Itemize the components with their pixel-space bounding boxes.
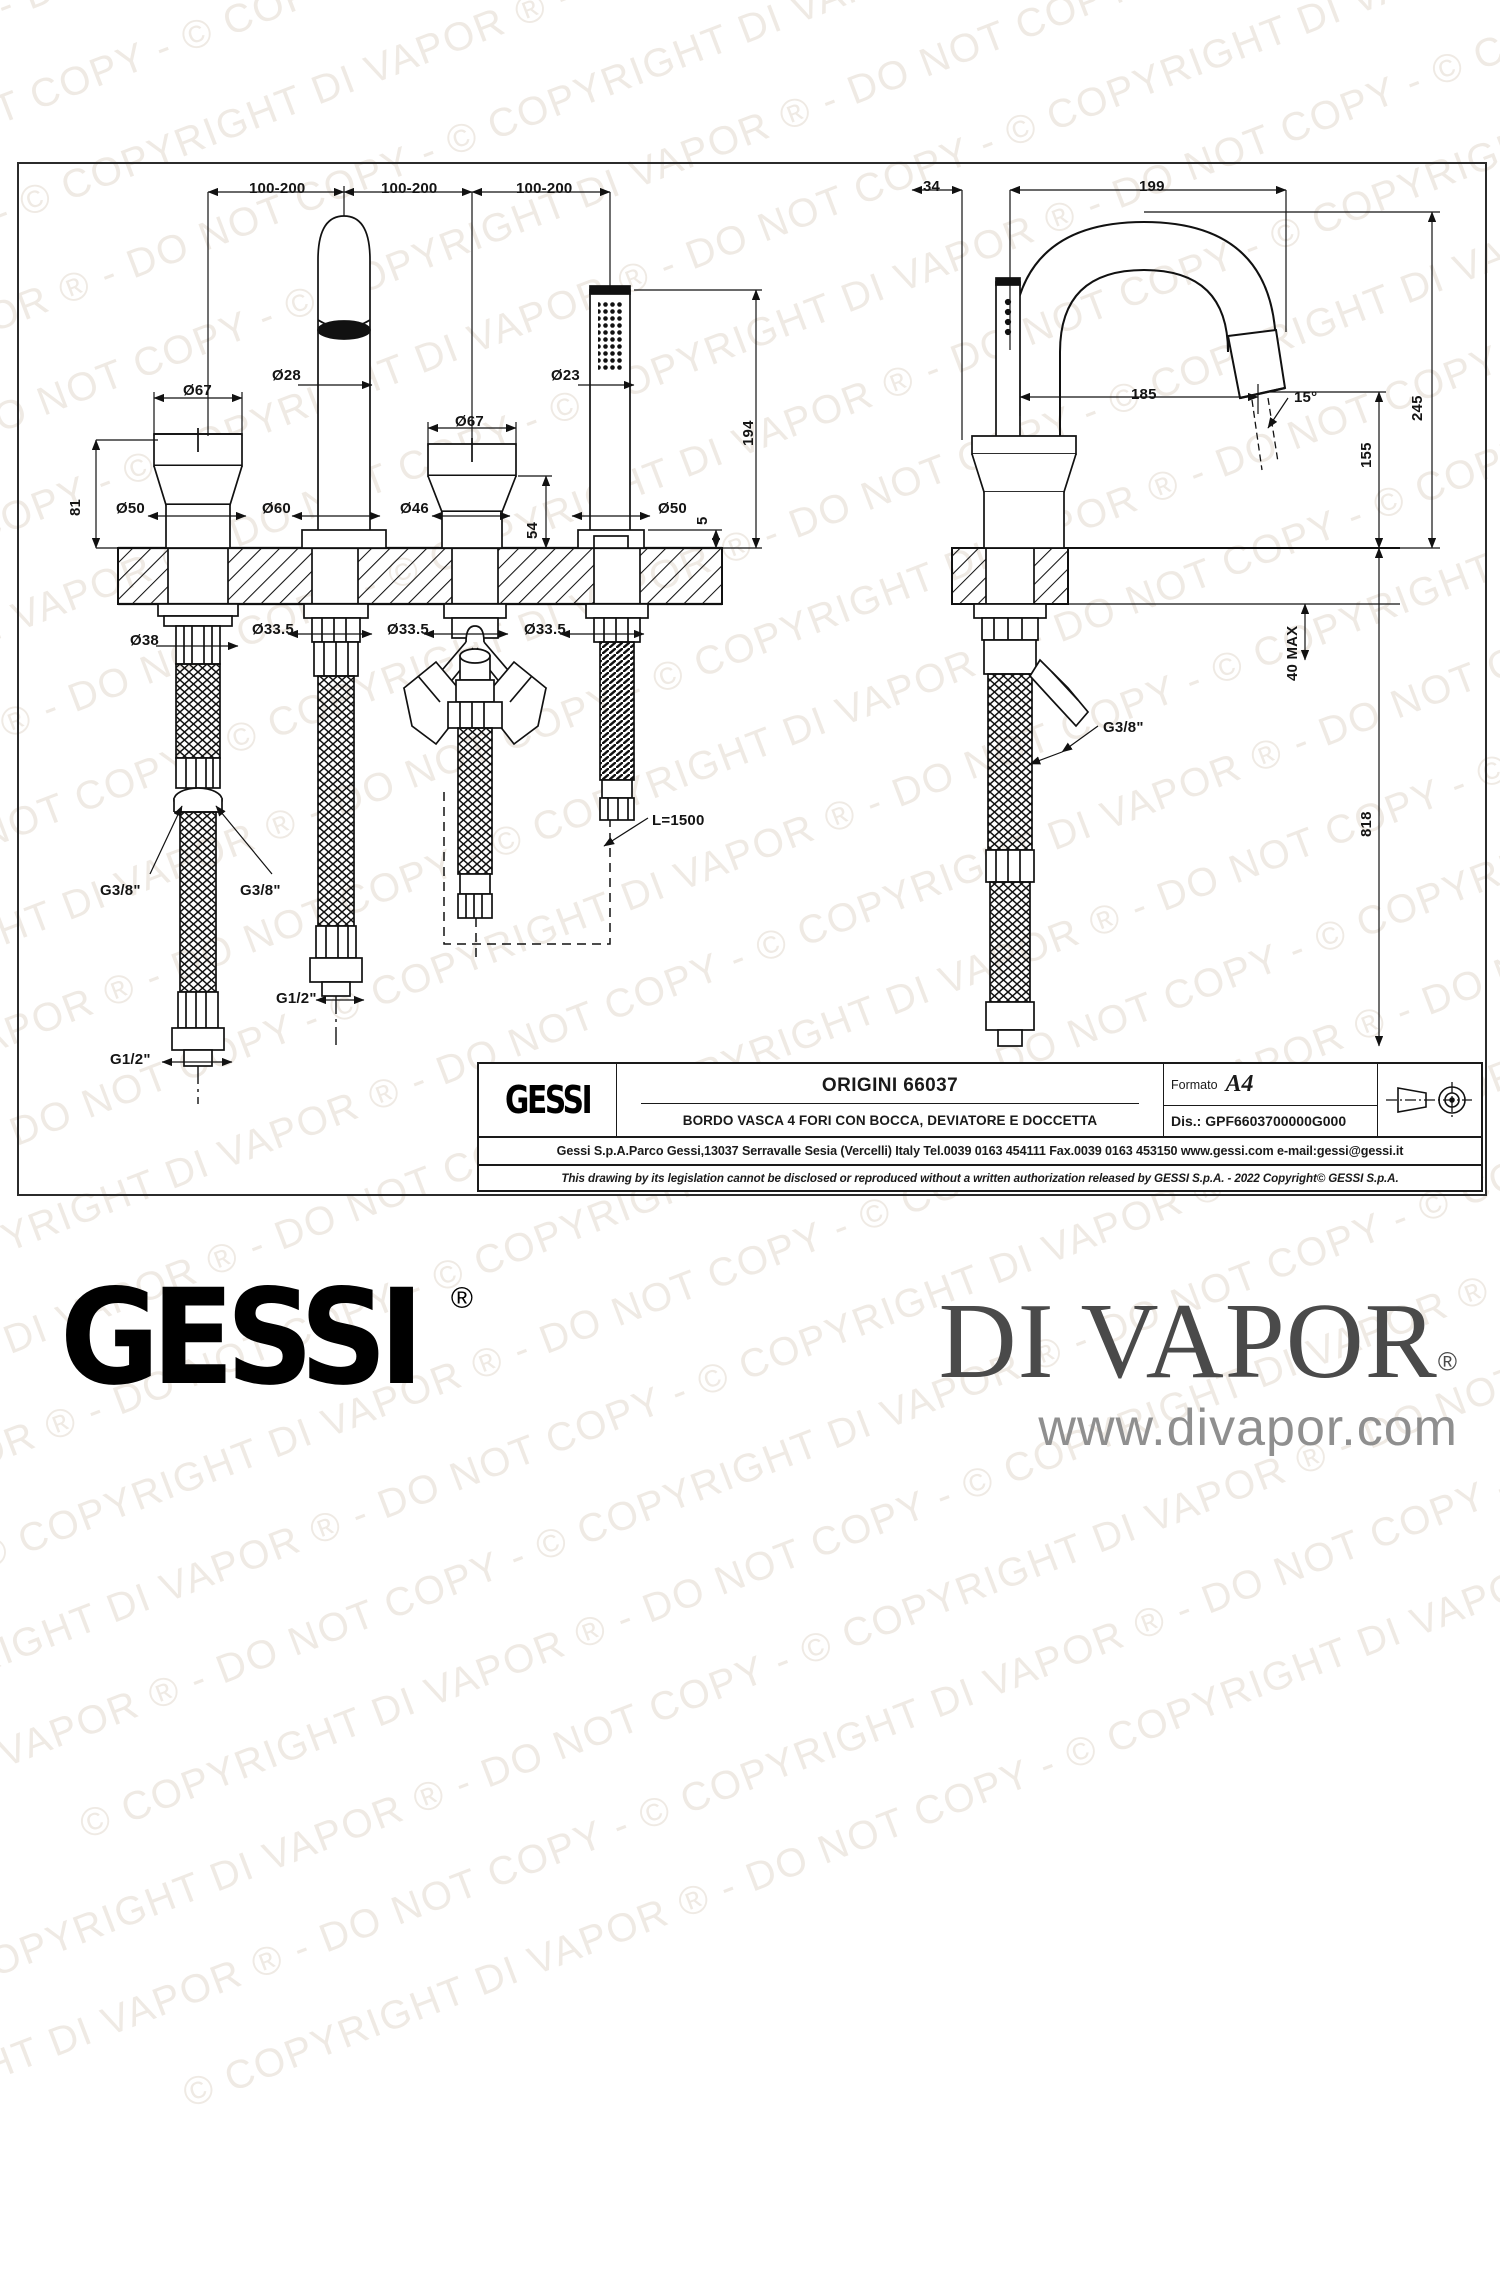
gessi-wordmark: GESSI bbox=[60, 1261, 424, 1415]
company-address: Gessi S.p.A.Parco Gessi,13037 Serravalle… bbox=[479, 1138, 1481, 1166]
dimension-mixer-cap-dia: Ø67 bbox=[183, 382, 212, 399]
dimension-cradle-height: 5 bbox=[694, 516, 711, 525]
dimension-thread-g38-right: G3/8" bbox=[240, 882, 281, 899]
dimension-spout-dia: Ø28 bbox=[272, 367, 301, 384]
title-block: GESSI ORIGINI 66037 BORDO VASCA 4 FORI C… bbox=[477, 1062, 1483, 1192]
dimension-hole-dia-2: Ø33.5 bbox=[387, 621, 429, 638]
dimension-spout-reach: 185 bbox=[1131, 386, 1157, 403]
drawing-subtitle: BORDO VASCA 4 FORI CON BOCCA, DEVIATORE … bbox=[682, 1112, 1098, 1128]
dimension-outlet-angle: 15° bbox=[1294, 389, 1318, 406]
dimension-overall-length: 818 bbox=[1358, 811, 1375, 837]
dimension-spout-total-height: 245 bbox=[1409, 395, 1426, 421]
drawing-number: Dis.: GPF6603700000G000 bbox=[1171, 1113, 1347, 1129]
first-angle-projection-icon bbox=[1385, 1082, 1472, 1118]
title-block-gessi-logo: GESSI bbox=[479, 1064, 617, 1136]
format-field: Formato A4 bbox=[1164, 1064, 1377, 1106]
gessi-wordmark-small: GESSI bbox=[504, 1078, 593, 1122]
dimension-diverter-base-dia: Ø46 bbox=[400, 500, 429, 517]
dimension-diverter-cap-dia: Ø67 bbox=[455, 413, 484, 430]
dimension-spout-reach-total: 199 bbox=[1139, 178, 1165, 195]
drawing-sheet-border bbox=[17, 162, 1487, 1196]
format-value: A4 bbox=[1225, 1071, 1254, 1097]
dimension-mixer-base-dia: Ø50 bbox=[116, 500, 145, 517]
dimension-deck-thickness: 40 MAX bbox=[1284, 625, 1301, 681]
gessi-logo: GESSI ® bbox=[60, 1272, 473, 1404]
dimension-mixer-shank-dia: Ø38 bbox=[130, 632, 159, 649]
dimension-diverter-height: 54 bbox=[524, 521, 541, 539]
dimension-thread-g12-mid: G1/2" bbox=[276, 990, 317, 1007]
divapor-registered-mark: ® bbox=[1437, 1346, 1458, 1377]
dimension-spout-base-dia: Ø60 bbox=[262, 500, 291, 517]
dimension-handshower-offset: 34 bbox=[923, 178, 941, 195]
dimension-hole-dia-1: Ø33.5 bbox=[252, 621, 294, 638]
legal-notice: This drawing by its legislation cannot b… bbox=[561, 1171, 1399, 1185]
drawing-title: ORIGINI 66037 bbox=[641, 1069, 1139, 1104]
dimension-spacing-3: 100-200 bbox=[516, 180, 573, 197]
dimension-spout-outlet-height: 155 bbox=[1358, 442, 1375, 468]
divapor-url: www.divapor.com bbox=[1038, 1399, 1458, 1457]
divapor-logo: DI VAPOR® www.divapor.com bbox=[939, 1288, 1458, 1458]
dimension-hole-dia-3: Ø33.5 bbox=[524, 621, 566, 638]
dimension-handshower-height: 194 bbox=[740, 420, 757, 446]
dimension-thread-g38-left: G3/8" bbox=[100, 882, 141, 899]
dimension-cradle-base-dia: Ø50 bbox=[658, 500, 687, 517]
dimension-spacing-2: 100-200 bbox=[381, 180, 438, 197]
dimension-thread-g12-left: G1/2" bbox=[110, 1051, 151, 1068]
dimension-hose-length: L=1500 bbox=[652, 812, 705, 829]
projection-symbol-cell bbox=[1377, 1064, 1481, 1136]
dimension-spacing-1: 100-200 bbox=[249, 180, 306, 197]
gessi-registered-mark: ® bbox=[450, 1282, 473, 1315]
divapor-wordmark: DI VAPOR bbox=[938, 1282, 1438, 1401]
dimension-side-thread-g38: G3/8" bbox=[1103, 719, 1144, 736]
dimension-mixer-height: 81 bbox=[67, 498, 84, 516]
dimension-handshower-dia: Ø23 bbox=[551, 367, 580, 384]
format-label: Formato bbox=[1171, 1077, 1218, 1092]
